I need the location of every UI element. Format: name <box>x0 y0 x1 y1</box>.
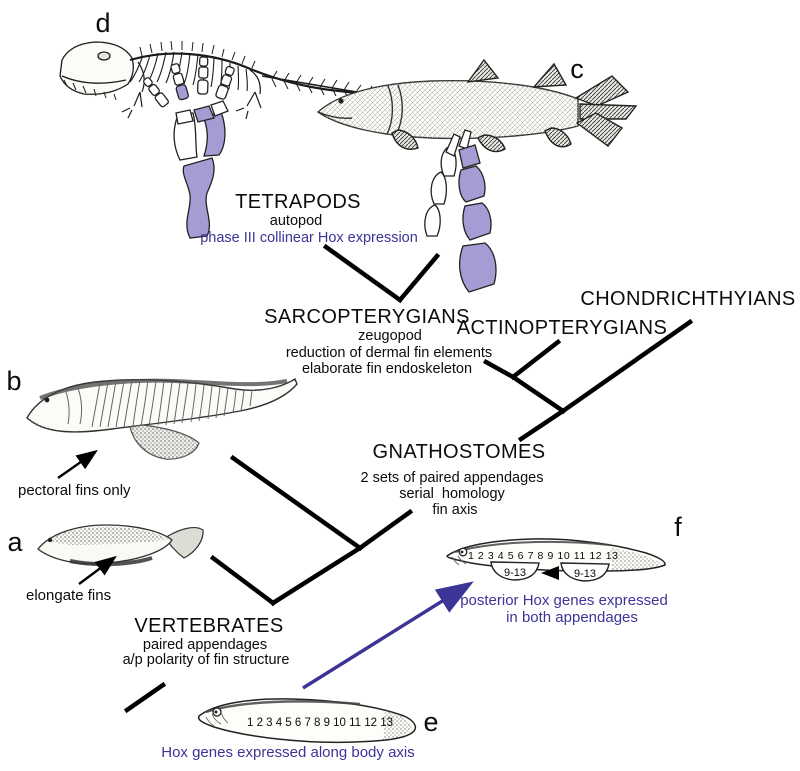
clade-actinopterygians: ACTINOPTERYGIANS <box>456 317 668 339</box>
panel-label-e: e <box>423 707 439 737</box>
callout-posterior-hox-line2: in both appendages <box>506 609 638 626</box>
vertebrates-trait-appendages: paired appendages <box>142 637 268 653</box>
jawless-fish-b-illustration <box>26 377 298 460</box>
pectoral-fins-arrow <box>57 449 98 479</box>
branch-fish-b <box>229 454 364 552</box>
branch-chondrichthyians <box>559 318 694 415</box>
panel-label-f: f <box>674 512 682 542</box>
stem-gnathostomes-lower <box>356 508 414 552</box>
panel-label-c: c <box>570 54 584 84</box>
tetrapods-trait-autopod: autopod <box>269 213 323 229</box>
hox-range-posterior-fin: 9-13 <box>574 568 596 580</box>
gnathostomes-trait-appendages: 2 sets of paired appendages <box>360 470 544 486</box>
branch-tetrapods <box>322 243 404 304</box>
tetrapods-hox-note: phase III collinear Hox expression <box>200 230 418 246</box>
branch-fish-a <box>209 554 277 607</box>
sarcopterygian-fish-illustration <box>316 58 638 153</box>
vertebrates-trait-polarity: a/p polarity of fin structure <box>122 652 290 668</box>
callout-posterior-hox-line1: posterior Hox genes expressed <box>460 592 668 609</box>
panel-label-a: a <box>7 527 23 557</box>
clade-chondrichthyians: CHONDRICHTHYIANS <box>580 288 796 310</box>
callout-arrows <box>57 449 117 585</box>
sarcopterygians-trait-dermal: reduction of dermal fin elements <box>285 345 493 361</box>
hox-numbers-body-axis: 1 2 3 4 5 6 7 8 9 10 11 12 13 <box>247 717 393 729</box>
branch-actinopterygians <box>509 338 562 381</box>
anterior-fin-flap <box>490 561 540 581</box>
sarcopterygians-trait-zeugopod: zeugopod <box>358 328 422 344</box>
branch-sarcopterygians <box>482 358 517 381</box>
stem-gnathostomes <box>517 407 567 443</box>
sarcopterygian-fin-endoskeleton-illustration <box>424 129 497 293</box>
hox-range-anterior-fin: 9-13 <box>504 567 526 579</box>
clade-gnathostomes: GNATHOSTOMES <box>372 441 546 463</box>
callout-pectoral-fins: pectoral fins only <box>18 482 131 499</box>
clade-vertebrates: VERTEBRATES <box>134 615 284 637</box>
cladogram-lines <box>123 243 694 714</box>
hox-numbers-f-body: 1 2 3 4 5 6 7 8 9 10 11 12 13 <box>468 550 618 562</box>
gnathostomes-trait-homology: serial homology <box>399 486 505 502</box>
callout-body-axis-hox: Hox genes expressed along body axis <box>161 744 415 761</box>
posterior-fin-flap <box>560 562 610 582</box>
gnathostomes-trait-fin-axis: fin axis <box>432 502 478 518</box>
hox-expression-arrow <box>302 581 474 690</box>
callout-elongate-fins: elongate fins <box>26 587 112 604</box>
panel-label-b: b <box>6 366 22 396</box>
clade-sarcopterygians: SARCOPTERYGIANS <box>264 306 470 328</box>
clade-tetrapods: TETRAPODS <box>235 191 361 213</box>
stem-vertebrates <box>269 544 364 607</box>
amphioxus-e-illustration: 1 2 3 4 5 6 7 8 9 10 11 12 13 <box>197 698 417 744</box>
stem-osteichthyes <box>509 373 567 415</box>
gnathostome-f-illustration: 1 2 3 4 5 6 7 8 9 10 11 12 13 9-13 9-13 <box>446 538 666 582</box>
elongate-fins-arrow <box>78 555 117 585</box>
root-stem <box>123 681 167 714</box>
sarcopterygians-trait-endoskeleton: elaborate fin endoskeleton <box>301 361 473 377</box>
branch-sarcopterygian-fin <box>396 252 441 304</box>
panel-label-d: d <box>95 8 111 38</box>
tetrapod-limb-illustration <box>143 56 235 239</box>
jawless-fish-a-illustration <box>37 524 204 567</box>
